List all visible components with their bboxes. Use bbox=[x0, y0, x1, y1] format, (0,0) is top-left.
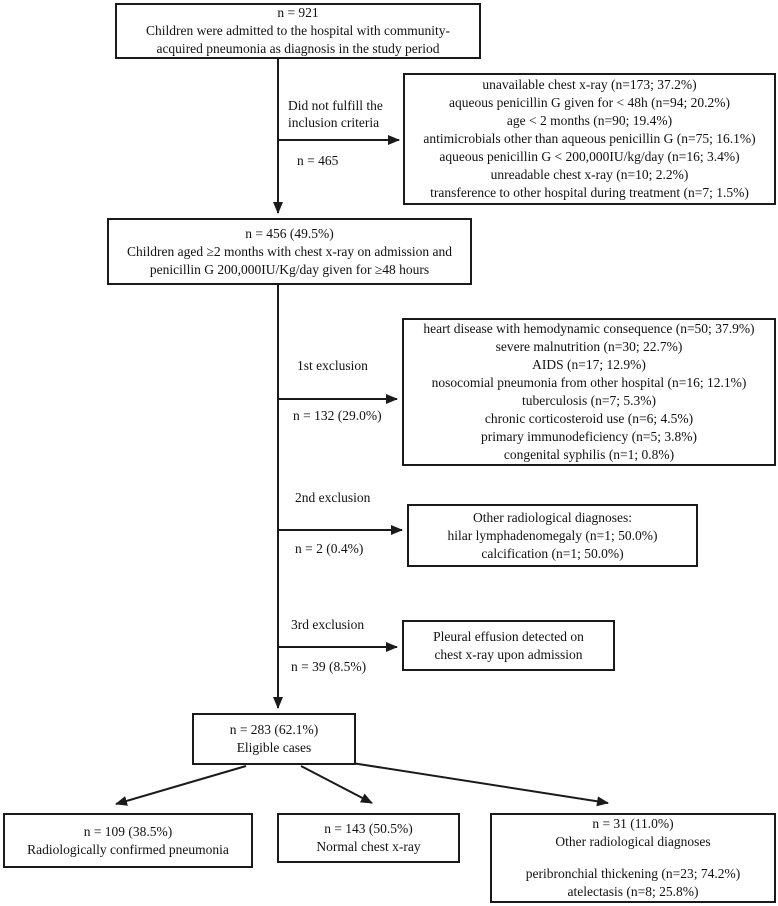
text-line: Normal chest x-ray bbox=[316, 839, 421, 854]
text-line: Did not fulfill the bbox=[288, 98, 383, 113]
text-line: Children aged ≥2 months with chest x-ray… bbox=[127, 243, 452, 259]
text-line: tuberculosis (n=7; 5.3%) bbox=[522, 393, 656, 408]
text-line: n = 31 (11.0%) bbox=[592, 816, 674, 831]
text-line: aqueous penicillin G given for < 48h (n=… bbox=[448, 95, 731, 110]
text-line: age < 2 months (n=90; 19.4%) bbox=[506, 113, 673, 128]
box-confirmed-pneumonia: n = 109 (38.5%) Radiologically confirmed… bbox=[3, 813, 253, 868]
text-line: hilar lymphadenomegaly (n=1; 50.0%) bbox=[447, 527, 658, 543]
text-line: nosocomial pneumonia from other hospital… bbox=[431, 375, 747, 390]
label-third-exclusion: 3rd exclusion bbox=[291, 617, 365, 632]
text-line: Eligible cases bbox=[236, 740, 312, 755]
text-line: calcification (n=1; 50.0%) bbox=[481, 545, 624, 561]
connector-eligible-to-normal bbox=[300, 765, 373, 804]
label-n465: n = 465 bbox=[297, 153, 339, 168]
text-line: primary immunodeficiency (n=5; 3.8%) bbox=[480, 429, 698, 444]
text-line: Other radiological diagnoses bbox=[555, 834, 711, 849]
label-second-exclusion: 2nd exclusion bbox=[295, 490, 371, 505]
label-n132: n = 132 (29.0%) bbox=[293, 408, 382, 423]
text-line: n = 921 bbox=[277, 5, 319, 20]
box-other-diagnoses: n = 31 (11.0%) Other radiological diagno… bbox=[490, 813, 776, 903]
text-line: Pleural effusion detected on bbox=[433, 628, 584, 644]
text-line: unavailable chest x-ray (n=173; 37.2%) bbox=[482, 77, 697, 92]
text-line: Children were admitted to the hospital w… bbox=[145, 23, 451, 38]
box-admitted: n = 921 Children were admitted to the ho… bbox=[115, 3, 481, 59]
text-line: atelectasis (n=8; 25.8%) bbox=[567, 884, 699, 899]
box-second-exclusion: Other radiological diagnoses: hilar lymp… bbox=[407, 504, 698, 567]
text-line: Radiologically confirmed pneumonia bbox=[27, 841, 229, 857]
text-line: congenital syphilis (n=1; 0.8%) bbox=[503, 447, 675, 462]
text-line: chest x-ray upon admission bbox=[434, 646, 583, 662]
text-line: heart disease with hemodynamic consequen… bbox=[423, 321, 755, 336]
text-line: AIDS (n=17; 12.9%) bbox=[532, 357, 646, 372]
box-third-exclusion: Pleural effusion detected on chest x-ray… bbox=[402, 620, 615, 671]
connector-eligible-to-other bbox=[351, 762, 609, 807]
text-line: unreadable chest x-ray (n=10; 2.2%) bbox=[490, 167, 689, 182]
label-n2: n = 2 (0.4%) bbox=[295, 541, 364, 556]
text-line: chronic corticosteroid use (n=6; 4.5%) bbox=[484, 411, 694, 426]
box-normal-xray: n = 143 (50.5%) Normal chest x-ray bbox=[277, 813, 460, 863]
box-eligible: n = 283 (62.1%) Eligible cases bbox=[192, 713, 356, 765]
box-first-exclusion: heart disease with hemodynamic consequen… bbox=[402, 318, 776, 466]
text-line: acquired pneumonia as diagnosis in the s… bbox=[156, 41, 440, 56]
text-line: Other radiological diagnoses: bbox=[473, 509, 632, 525]
text-line: n = 143 (50.5%) bbox=[324, 821, 413, 836]
label-n39: n = 39 (8.5%) bbox=[291, 659, 367, 674]
text-line: peribronchial thickening (n=23; 74.2%) bbox=[525, 866, 741, 881]
text-line: aqueous penicillin G < 200,000IU/kg/day … bbox=[439, 149, 740, 164]
box-included: n = 456 (49.5%) Children aged ≥2 months … bbox=[107, 218, 472, 285]
text-line: n = 109 (38.5%) bbox=[83, 823, 173, 839]
text-line: severe malnutrition (n=30; 22.7%) bbox=[495, 339, 683, 354]
label-first-exclusion: 1st exclusion bbox=[297, 358, 368, 373]
text-line: antimicrobials other than aqueous penici… bbox=[423, 131, 756, 146]
text-line: transference to other hospital during tr… bbox=[430, 185, 749, 200]
text-line: penicillin G 200,000IU/Kg/day given for … bbox=[149, 261, 430, 277]
text-line: n = 456 (49.5%) bbox=[245, 225, 334, 241]
text-line: inclusion criteria bbox=[288, 115, 380, 130]
text-line: n = 283 (62.1%) bbox=[229, 722, 319, 737]
box-exclusion-criteria: unavailable chest x-ray (n=173; 37.2%) a… bbox=[403, 73, 776, 205]
label-did-not-fulfill: Did not fulfill the inclusion criteria bbox=[288, 97, 383, 131]
connector-eligible-to-confirmed bbox=[115, 765, 247, 806]
